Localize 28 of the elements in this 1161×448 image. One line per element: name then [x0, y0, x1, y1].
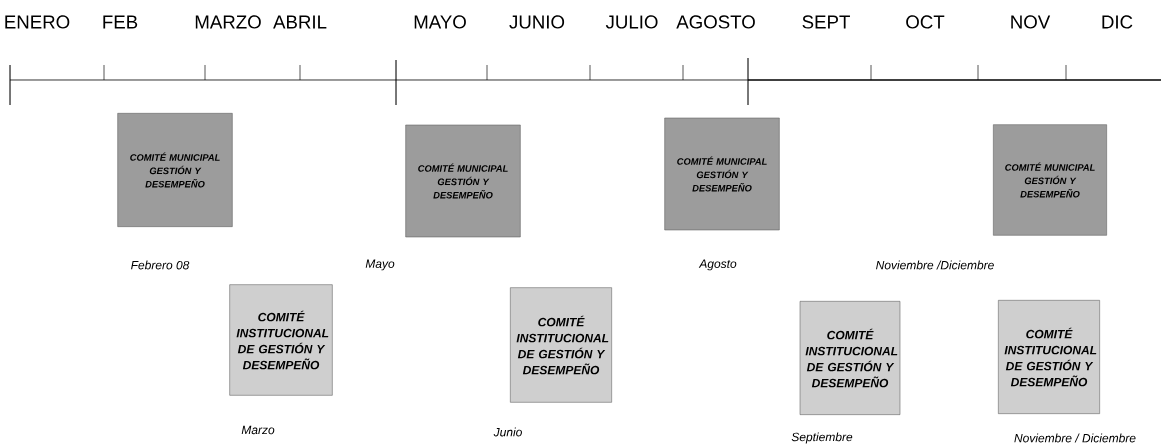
- date-label: Mayo: [365, 259, 395, 271]
- date-label: Febrero 08: [131, 260, 190, 270]
- date-label: Agosto: [698, 259, 737, 271]
- date-label: Septiembre: [791, 432, 853, 444]
- month-label: JUNIO: [509, 15, 565, 29]
- date-label: Noviembre / Diciembre: [1014, 433, 1136, 443]
- committee-box: COMITÉ INSTITUCIONAL DE GESTIÓN Y DESEMPEÑO: [510, 287, 612, 403]
- month-label: JULIO: [605, 15, 658, 29]
- committee-box: COMITÉ MUNICIPAL GESTIÓN Y DESEMPEÑO: [405, 124, 521, 238]
- committee-box: COMITÉ INSTITUCIONAL DE GESTIÓN Y DESEMPEÑO: [799, 301, 901, 415]
- committee-box: COMITÉ INSTITUCIONAL DE GESTIÓN Y DESEMPEÑO: [998, 300, 1100, 414]
- committee-box: COMITÉ MUNICIPAL GESTIÓN Y DESEMPEÑO: [993, 124, 1107, 236]
- month-label: MARZO: [195, 15, 261, 29]
- month-label: DIC: [1102, 15, 1133, 29]
- committee-box: COMITÉ MUNICIPAL GESTIÓN Y DESEMPEÑO: [664, 117, 780, 231]
- month-label: ABRIL: [273, 15, 327, 29]
- month-label: NOV: [1011, 15, 1051, 29]
- month-label: OCT: [906, 15, 945, 29]
- date-label: Marzo: [241, 425, 275, 435]
- date-label: Junio: [493, 427, 522, 437]
- month-label: ENERO: [5, 15, 70, 29]
- month-label: MAYO: [414, 15, 466, 29]
- committee-box: COMITÉ INSTITUCIONAL DE GESTIÓN Y DESEMPEÑO: [229, 284, 333, 396]
- month-label: AGOSTO: [676, 15, 755, 29]
- month-label: FEB: [103, 15, 138, 29]
- month-label: SEPT: [802, 15, 850, 29]
- date-label: Noviembre /Diciembre: [876, 260, 994, 270]
- committee-box: COMITÉ MUNICIPAL GESTIÓN Y DESEMPEÑO: [117, 113, 233, 227]
